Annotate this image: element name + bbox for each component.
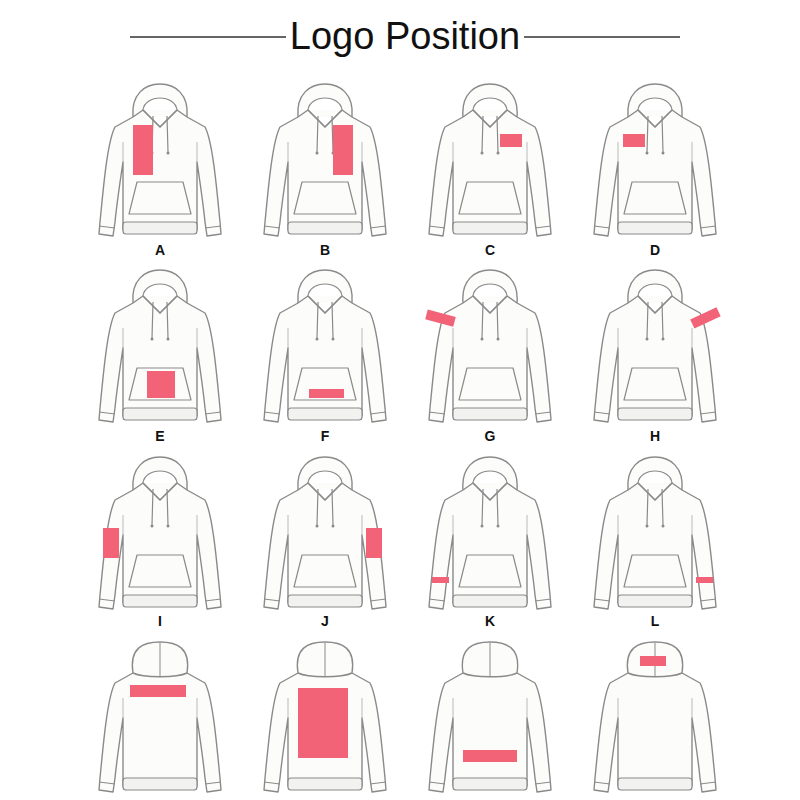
position-letter: C — [485, 242, 495, 258]
hoodie-f — [264, 270, 386, 422]
position-letter: D — [650, 242, 660, 258]
position-letter: E — [155, 428, 164, 444]
position-letter: L — [651, 613, 660, 629]
hoodie-l — [594, 457, 716, 609]
hoodie-c — [429, 84, 551, 236]
position-letter: J — [321, 613, 329, 629]
position-letter: B — [320, 242, 330, 258]
hoodie-b — [264, 84, 386, 236]
hoodie-back-large — [264, 642, 386, 792]
position-letter: I — [158, 613, 162, 629]
page-title: Logo Position — [286, 15, 524, 58]
hoodie-back-upper — [99, 642, 221, 792]
hoodie-k — [429, 457, 551, 609]
hoodie-g — [425, 270, 551, 422]
hoodie-e — [99, 270, 221, 422]
hoodie-i — [99, 457, 221, 609]
position-letter: A — [155, 242, 165, 258]
position-letter: K — [485, 613, 495, 629]
hoodie-h — [594, 270, 721, 422]
hoodie-d — [594, 84, 716, 236]
hoodie-a — [99, 84, 221, 236]
position-letter: G — [485, 428, 496, 444]
hoodie-back-hem — [429, 642, 551, 792]
hoodie-back-neck — [594, 642, 716, 792]
hoodie-j — [264, 457, 386, 609]
position-letter: F — [321, 428, 330, 444]
position-letter: H — [650, 428, 660, 444]
